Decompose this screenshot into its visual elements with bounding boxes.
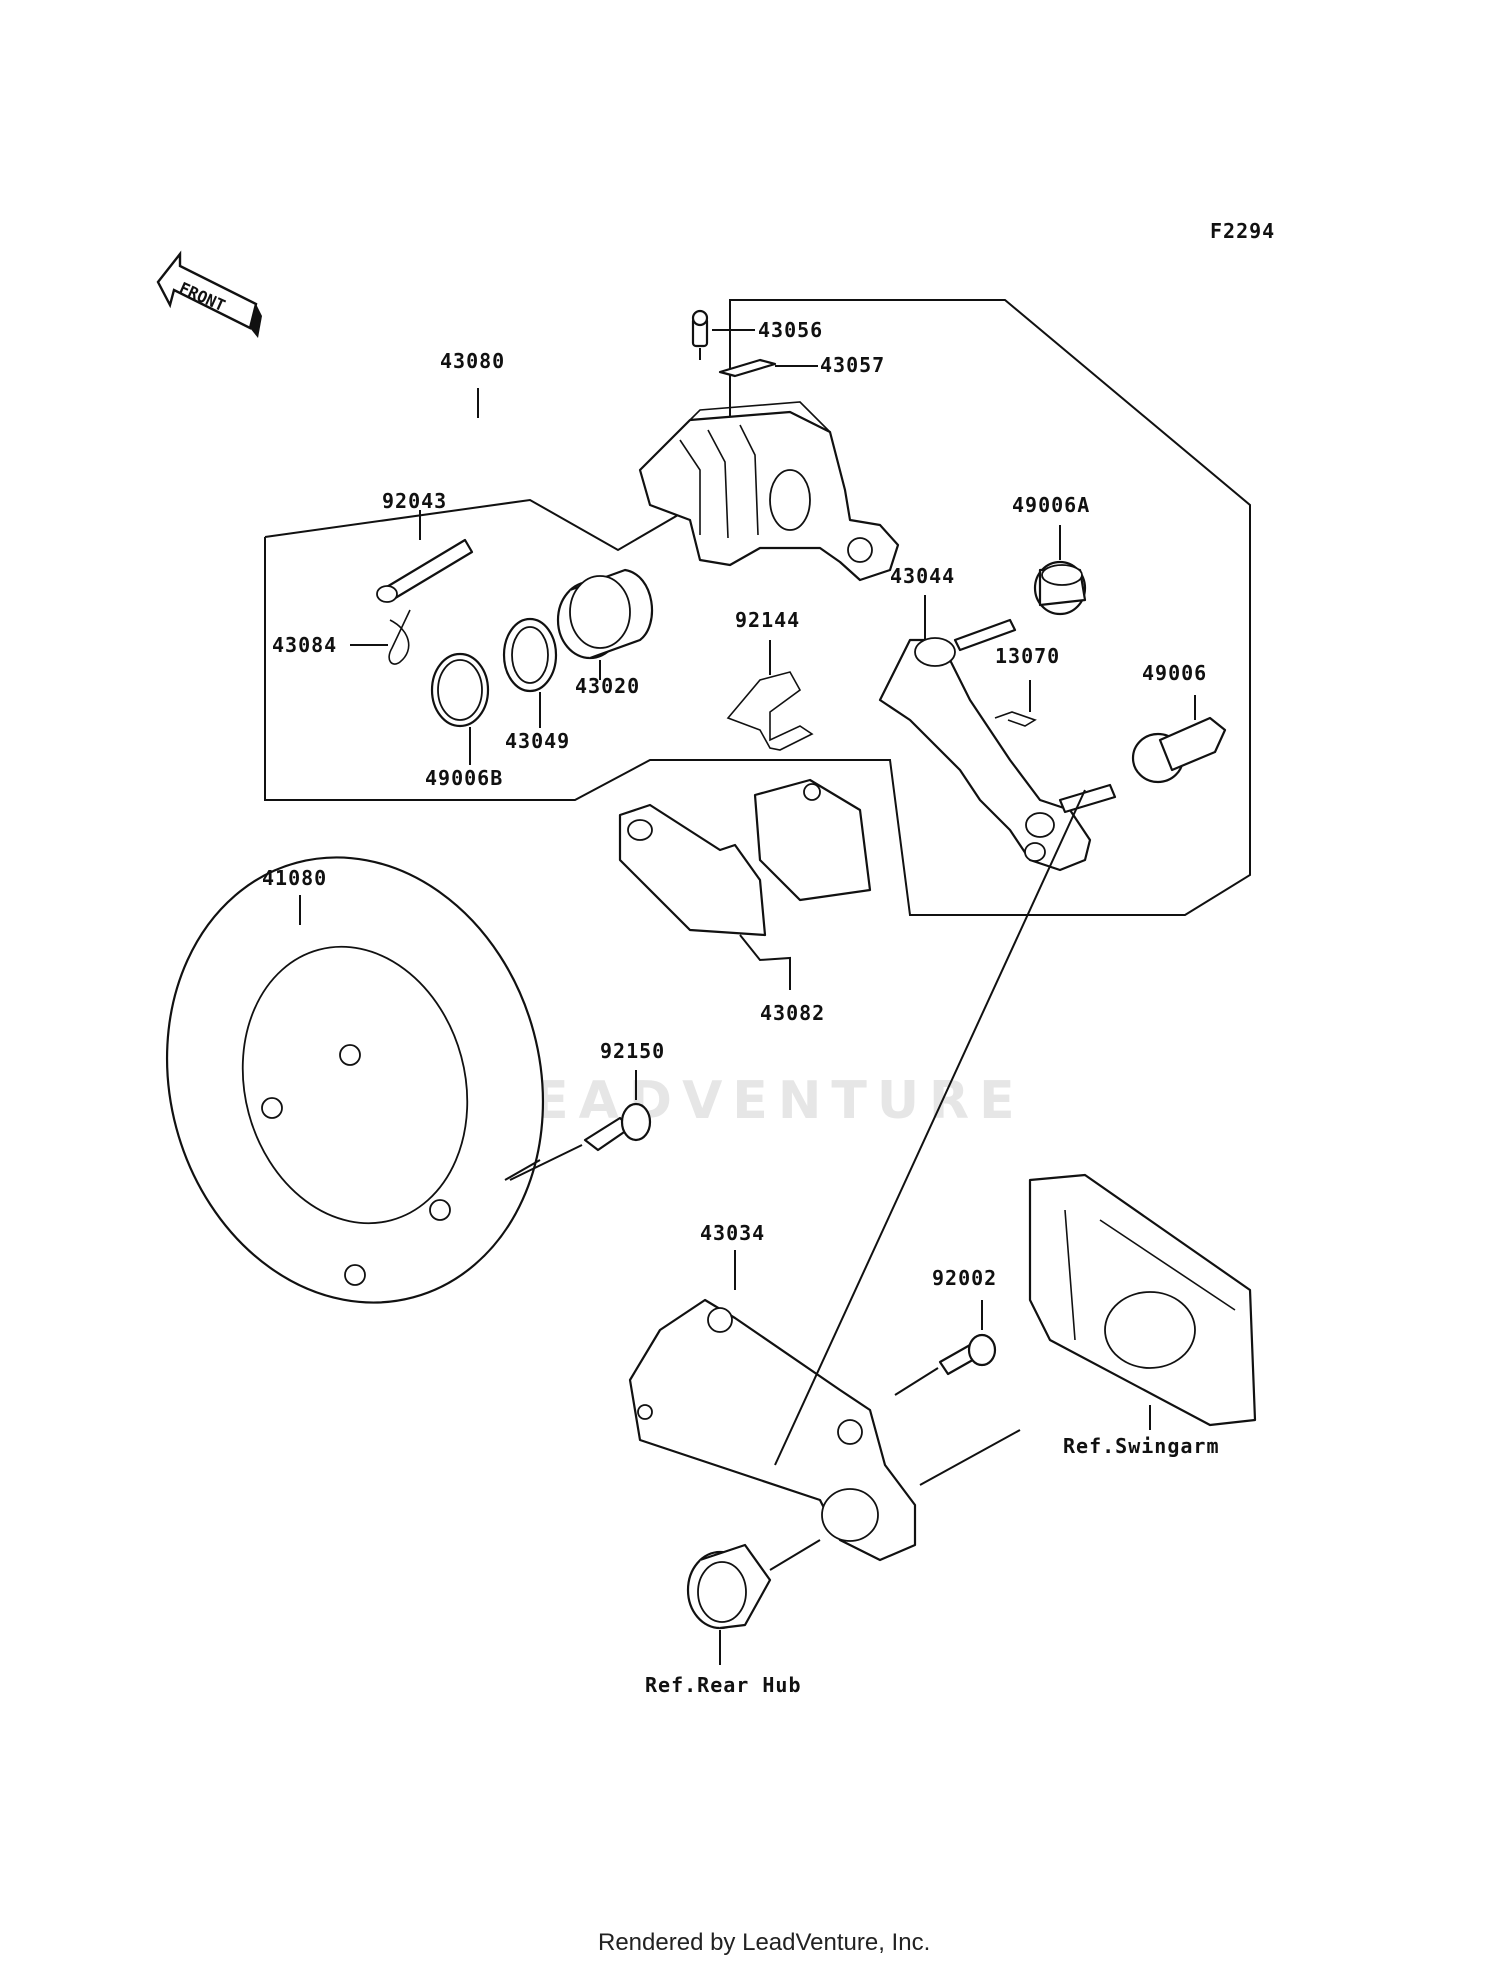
part-label-49006: 49006 (1142, 661, 1207, 685)
seal-43049 (502, 617, 558, 728)
part-label-43080: 43080 (440, 349, 505, 373)
part-label-92002: 92002 (932, 1266, 997, 1290)
part-label-43082: 43082 (760, 1001, 825, 1025)
boot-49006A (1033, 525, 1087, 616)
clip-43084 (350, 609, 411, 665)
clip-13070 (994, 680, 1037, 727)
part-label-41080: 41080 (262, 866, 327, 890)
caliper-bracket-43044 (878, 595, 1117, 872)
part-label-43034: 43034 (700, 1221, 765, 1245)
bolt-92150 (509, 1070, 652, 1181)
piston-43020 (556, 568, 654, 680)
pad-spring-92144 (726, 640, 814, 751)
caliper-bracket-43034 (628, 1250, 1021, 1562)
bleeder-cap (718, 358, 818, 378)
caliper-body (638, 401, 900, 582)
part-label-92144: 92144 (735, 608, 800, 632)
figure-code: F2294 (1210, 219, 1275, 243)
part-label-92150: 92150 (600, 1039, 665, 1063)
part-label-13070: 13070 (995, 644, 1060, 668)
part-label-43056: 43056 (758, 318, 823, 342)
leader-caliper-to-bracket (774, 789, 1086, 1466)
part-label-92043: 92043 (382, 489, 447, 513)
bolt-92002 (894, 1300, 997, 1396)
part-label-43049: 43049 (505, 729, 570, 753)
reference-rear-hub: Ref.Rear Hub (645, 1673, 802, 1697)
brake-disc-41080 (165, 856, 545, 1304)
footer-credit: Rendered by LeadVenture, Inc. (598, 1929, 930, 1956)
boot-49006 (1131, 695, 1227, 784)
leader-disc-to-bolt (504, 1159, 541, 1181)
part-label-49006B: 49006B (425, 766, 503, 790)
part-label-43020: 43020 (575, 674, 640, 698)
front-arrow-icon: FRONT (156, 250, 262, 338)
watermark: LEADVENTURE (490, 1071, 1025, 1131)
part-label-43057: 43057 (820, 353, 885, 377)
part-label-49006A: 49006A (1012, 493, 1090, 517)
rear-hub-collar (686, 1539, 821, 1665)
swingarm-reference (1028, 1173, 1257, 1430)
pin-92043 (376, 510, 474, 603)
brake-pads-43082 (618, 778, 872, 990)
part-label-43044: 43044 (890, 564, 955, 588)
seal-49006B (430, 652, 490, 765)
part-label-43084: 43084 (272, 633, 337, 657)
bleeder-valve (691, 309, 755, 360)
reference-swingarm: Ref.Swingarm (1063, 1434, 1220, 1458)
